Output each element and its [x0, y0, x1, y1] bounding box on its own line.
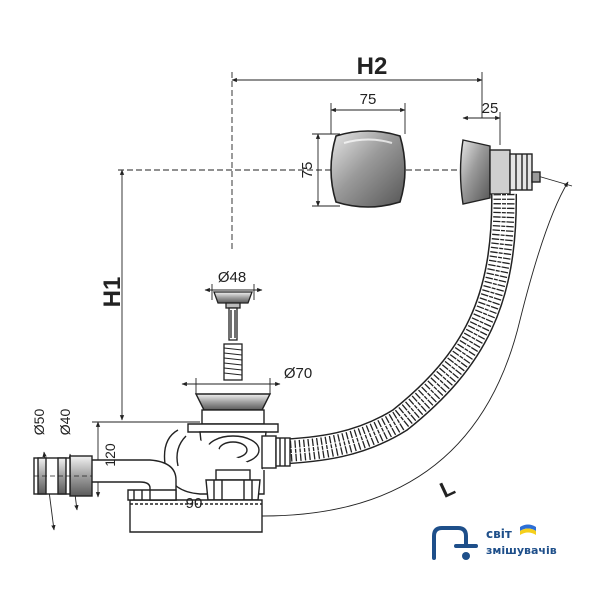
- drain-diameter-label: Ø70: [284, 365, 312, 382]
- drain-plug: [213, 291, 253, 381]
- overflow-head: [459, 139, 541, 205]
- logo-line2: змішувачів: [486, 544, 557, 557]
- pipe-outer-label: Ø50: [31, 409, 47, 436]
- faucet-logo-icon: [432, 526, 478, 560]
- cap-width-label: 75: [360, 91, 377, 108]
- trap-height-label: 120: [102, 443, 118, 467]
- overflow-depth-label: 25: [482, 100, 499, 117]
- overflow-hose: [274, 193, 518, 465]
- ukraine-flag-icon: [520, 524, 536, 535]
- h1-label: H1: [99, 277, 126, 308]
- logo-line1: світ: [486, 527, 512, 541]
- overflow-cap-front: [330, 130, 406, 208]
- drain-body: [129, 393, 291, 533]
- h2-label: H2: [357, 53, 388, 80]
- trap-offset-label: 90: [186, 495, 203, 512]
- brand-logo: світ змішувачів: [432, 524, 557, 560]
- plug-diameter-label: Ø48: [218, 269, 246, 286]
- cap-height-label: 75: [299, 162, 316, 179]
- pipe-inner-label: Ø40: [57, 409, 73, 436]
- outlet-pipe: [33, 455, 177, 501]
- length-label: L: [436, 474, 459, 502]
